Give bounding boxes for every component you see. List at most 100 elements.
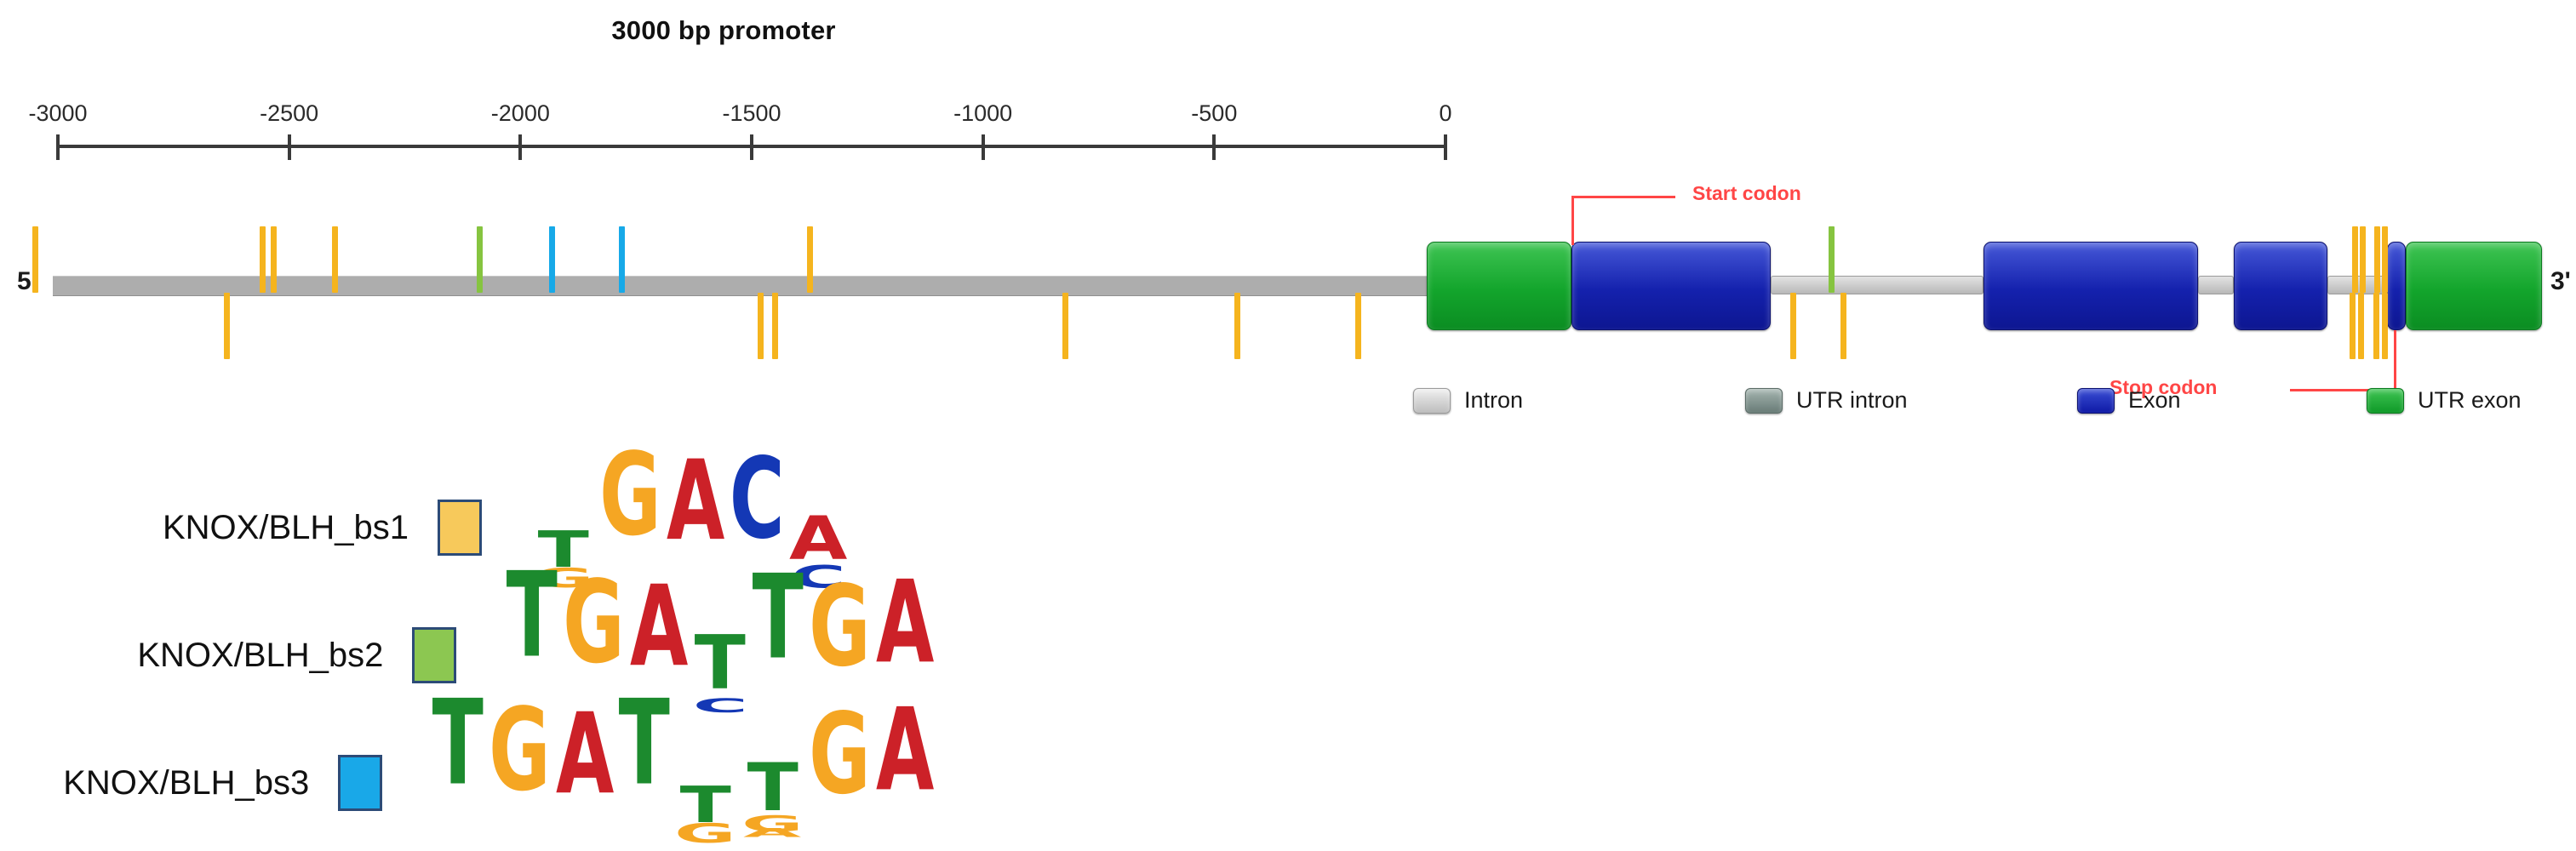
- logo-letter-G: G: [563, 555, 625, 688]
- gene-feature-intron: [1771, 276, 1984, 294]
- legend-label: Intron: [1464, 387, 1524, 413]
- axis-tick-label: -2000: [490, 100, 550, 126]
- logo-column: C: [727, 443, 787, 574]
- logo-column: A: [873, 565, 936, 703]
- legend-swatch-utrintron: [1745, 387, 1783, 414]
- logo-column: A: [627, 570, 690, 702]
- logo-column: T: [430, 684, 485, 830]
- axis-tick: [518, 134, 523, 160]
- binding-site-bs1: [807, 226, 813, 293]
- start-codon-leader-horizontal: [1571, 196, 1675, 198]
- logo-letter-A: A: [875, 555, 935, 688]
- logo-column: G: [486, 693, 553, 831]
- axis-tick-label: -1500: [722, 100, 781, 126]
- logo-letter-G: G: [598, 427, 661, 561]
- motif-name: KNOX/BLH_bs2: [137, 636, 384, 674]
- binding-site-bs1: [2358, 293, 2364, 359]
- binding-site-bs1: [332, 226, 338, 293]
- logo-letter-T: T: [679, 774, 731, 834]
- legend-item-utrintron: UTR intron: [1745, 387, 1908, 414]
- axis-tick: [56, 134, 60, 160]
- binding-site-bs1: [2350, 293, 2356, 359]
- axis-tick-label: -500: [1191, 100, 1238, 126]
- motif-color-swatch: [412, 627, 457, 683]
- axis-tick: [981, 134, 985, 160]
- gene-model: 5' 3' Start codon Stop codon: [0, 182, 2576, 400]
- gene-feature-exon: [1984, 242, 2198, 330]
- axis-tick-label: 0: [1439, 100, 1452, 126]
- stop-codon-label: Stop codon: [2109, 376, 2218, 398]
- legend-item-intron: Intron: [1413, 387, 1523, 414]
- legend-swatch-exon: [2077, 387, 2115, 414]
- binding-site-bs1: [2352, 226, 2358, 293]
- three-prime-label: 3': [2550, 267, 2571, 295]
- logo-letter-A: A: [666, 436, 724, 565]
- legend-item-utrexon: UTR exon: [2367, 387, 2522, 414]
- axis-tick: [1444, 134, 1447, 160]
- legend-label: UTR exon: [2418, 387, 2522, 413]
- legend-label: Exon: [2128, 387, 2181, 413]
- logo-letter-G: G: [741, 811, 804, 837]
- logo-letter-C: C: [729, 433, 785, 564]
- binding-site-bs1: [32, 226, 38, 293]
- gene-feature-utrexon: [2406, 242, 2542, 330]
- logo-letter-T: T: [618, 674, 670, 812]
- logo-letter-T: T: [753, 550, 804, 686]
- stop-codon-leader-horizontal: [2290, 389, 2396, 391]
- logo-column: T: [616, 684, 672, 830]
- binding-site-bs1: [2374, 226, 2380, 293]
- axis-tick: [287, 134, 291, 160]
- gene-feature-exon: [2234, 242, 2327, 330]
- promoter-ruler: -3000 -2500 -2000 -1500 -1000 -500 0: [0, 94, 1498, 170]
- axis-tick: [1212, 134, 1216, 160]
- logo-letter-A: A: [743, 825, 802, 841]
- logo-letter-G: G: [488, 683, 551, 816]
- binding-site-bs3: [549, 226, 555, 293]
- binding-site-bs1: [1355, 293, 1361, 359]
- logo-column: A: [664, 446, 727, 574]
- axis-tick: [750, 134, 753, 160]
- binding-site-bs1: [271, 226, 277, 293]
- stop-codon-leader-vertical: [2394, 330, 2396, 391]
- legend-swatch-intron: [1413, 387, 1451, 414]
- binding-site-bs1: [2382, 293, 2388, 359]
- legend-label: UTR intron: [1796, 387, 1908, 413]
- binding-site-bs2: [1829, 226, 1835, 293]
- start-codon-label: Start codon: [1692, 182, 1801, 204]
- logo-column: A: [873, 693, 936, 831]
- logo-letter-G: G: [809, 688, 871, 820]
- axis-tick-label: -2500: [260, 100, 319, 126]
- page-title: 3000 bp promoter: [611, 15, 836, 45]
- binding-site-bs2: [477, 226, 483, 293]
- motif-color-swatch: [438, 500, 482, 556]
- logo-letter-A: A: [555, 688, 614, 820]
- axis-tick-label: -1000: [953, 100, 1013, 126]
- gene-feature-utrexon: [1427, 242, 1571, 330]
- motif-name: KNOX/BLH_bs1: [162, 508, 409, 546]
- promoter-backbone: [53, 276, 1432, 296]
- gene-feature-exon: [2387, 242, 2406, 330]
- gene-feature-intron: [2198, 276, 2234, 294]
- logo-letter-T: T: [747, 749, 799, 826]
- binding-site-bs1: [2360, 226, 2366, 293]
- logo-column: T: [750, 560, 805, 702]
- logo-letter-T: T: [695, 620, 747, 706]
- binding-site-bs3: [619, 226, 625, 293]
- logo-letter-T: T: [507, 546, 558, 684]
- axis-tick-label: -3000: [28, 100, 88, 126]
- logo-letter-C: C: [692, 694, 748, 717]
- logo-letter-A: A: [629, 561, 688, 692]
- legend-swatch-utrexon: [2367, 387, 2404, 414]
- logo-column: G: [597, 437, 664, 575]
- logo-letter-T: T: [432, 674, 484, 812]
- binding-site-bs1: [1062, 293, 1068, 359]
- logo-column: G: [806, 698, 873, 830]
